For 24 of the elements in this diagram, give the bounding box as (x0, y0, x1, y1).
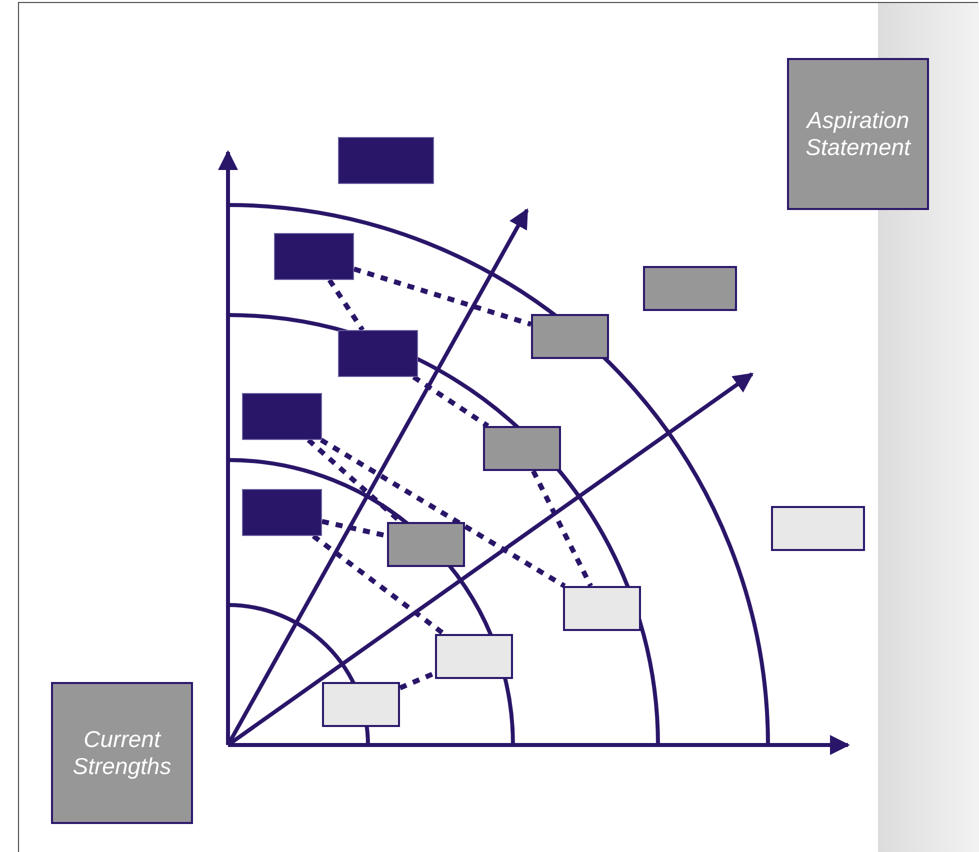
italic-label: Aspiration Statement (804, 107, 912, 161)
empty-rectangle (387, 522, 465, 567)
empty-rectangle (242, 393, 322, 440)
empty-rectangle (322, 682, 400, 727)
dotted-connector (327, 278, 365, 332)
empty-rectangle (242, 489, 322, 536)
empty-rectangle (338, 330, 418, 377)
empty-rectangle (338, 137, 434, 184)
empty-rectangle (771, 506, 865, 551)
label-panel (787, 58, 929, 210)
label-panel (51, 682, 193, 824)
dotted-connector (353, 266, 532, 327)
dotted-connector (320, 438, 566, 588)
empty-rectangle (563, 586, 641, 631)
empty-rectangle (435, 634, 513, 679)
dotted-connector (399, 670, 436, 690)
empty-rectangle (643, 266, 737, 311)
dotted-connector (531, 470, 593, 588)
empty-rectangle (531, 314, 609, 359)
empty-rectangle (274, 233, 354, 280)
dotted-connector (412, 374, 490, 428)
italic-label: Current Strengths (72, 726, 172, 780)
empty-rectangle (483, 426, 561, 471)
dotted-connector (312, 534, 446, 636)
